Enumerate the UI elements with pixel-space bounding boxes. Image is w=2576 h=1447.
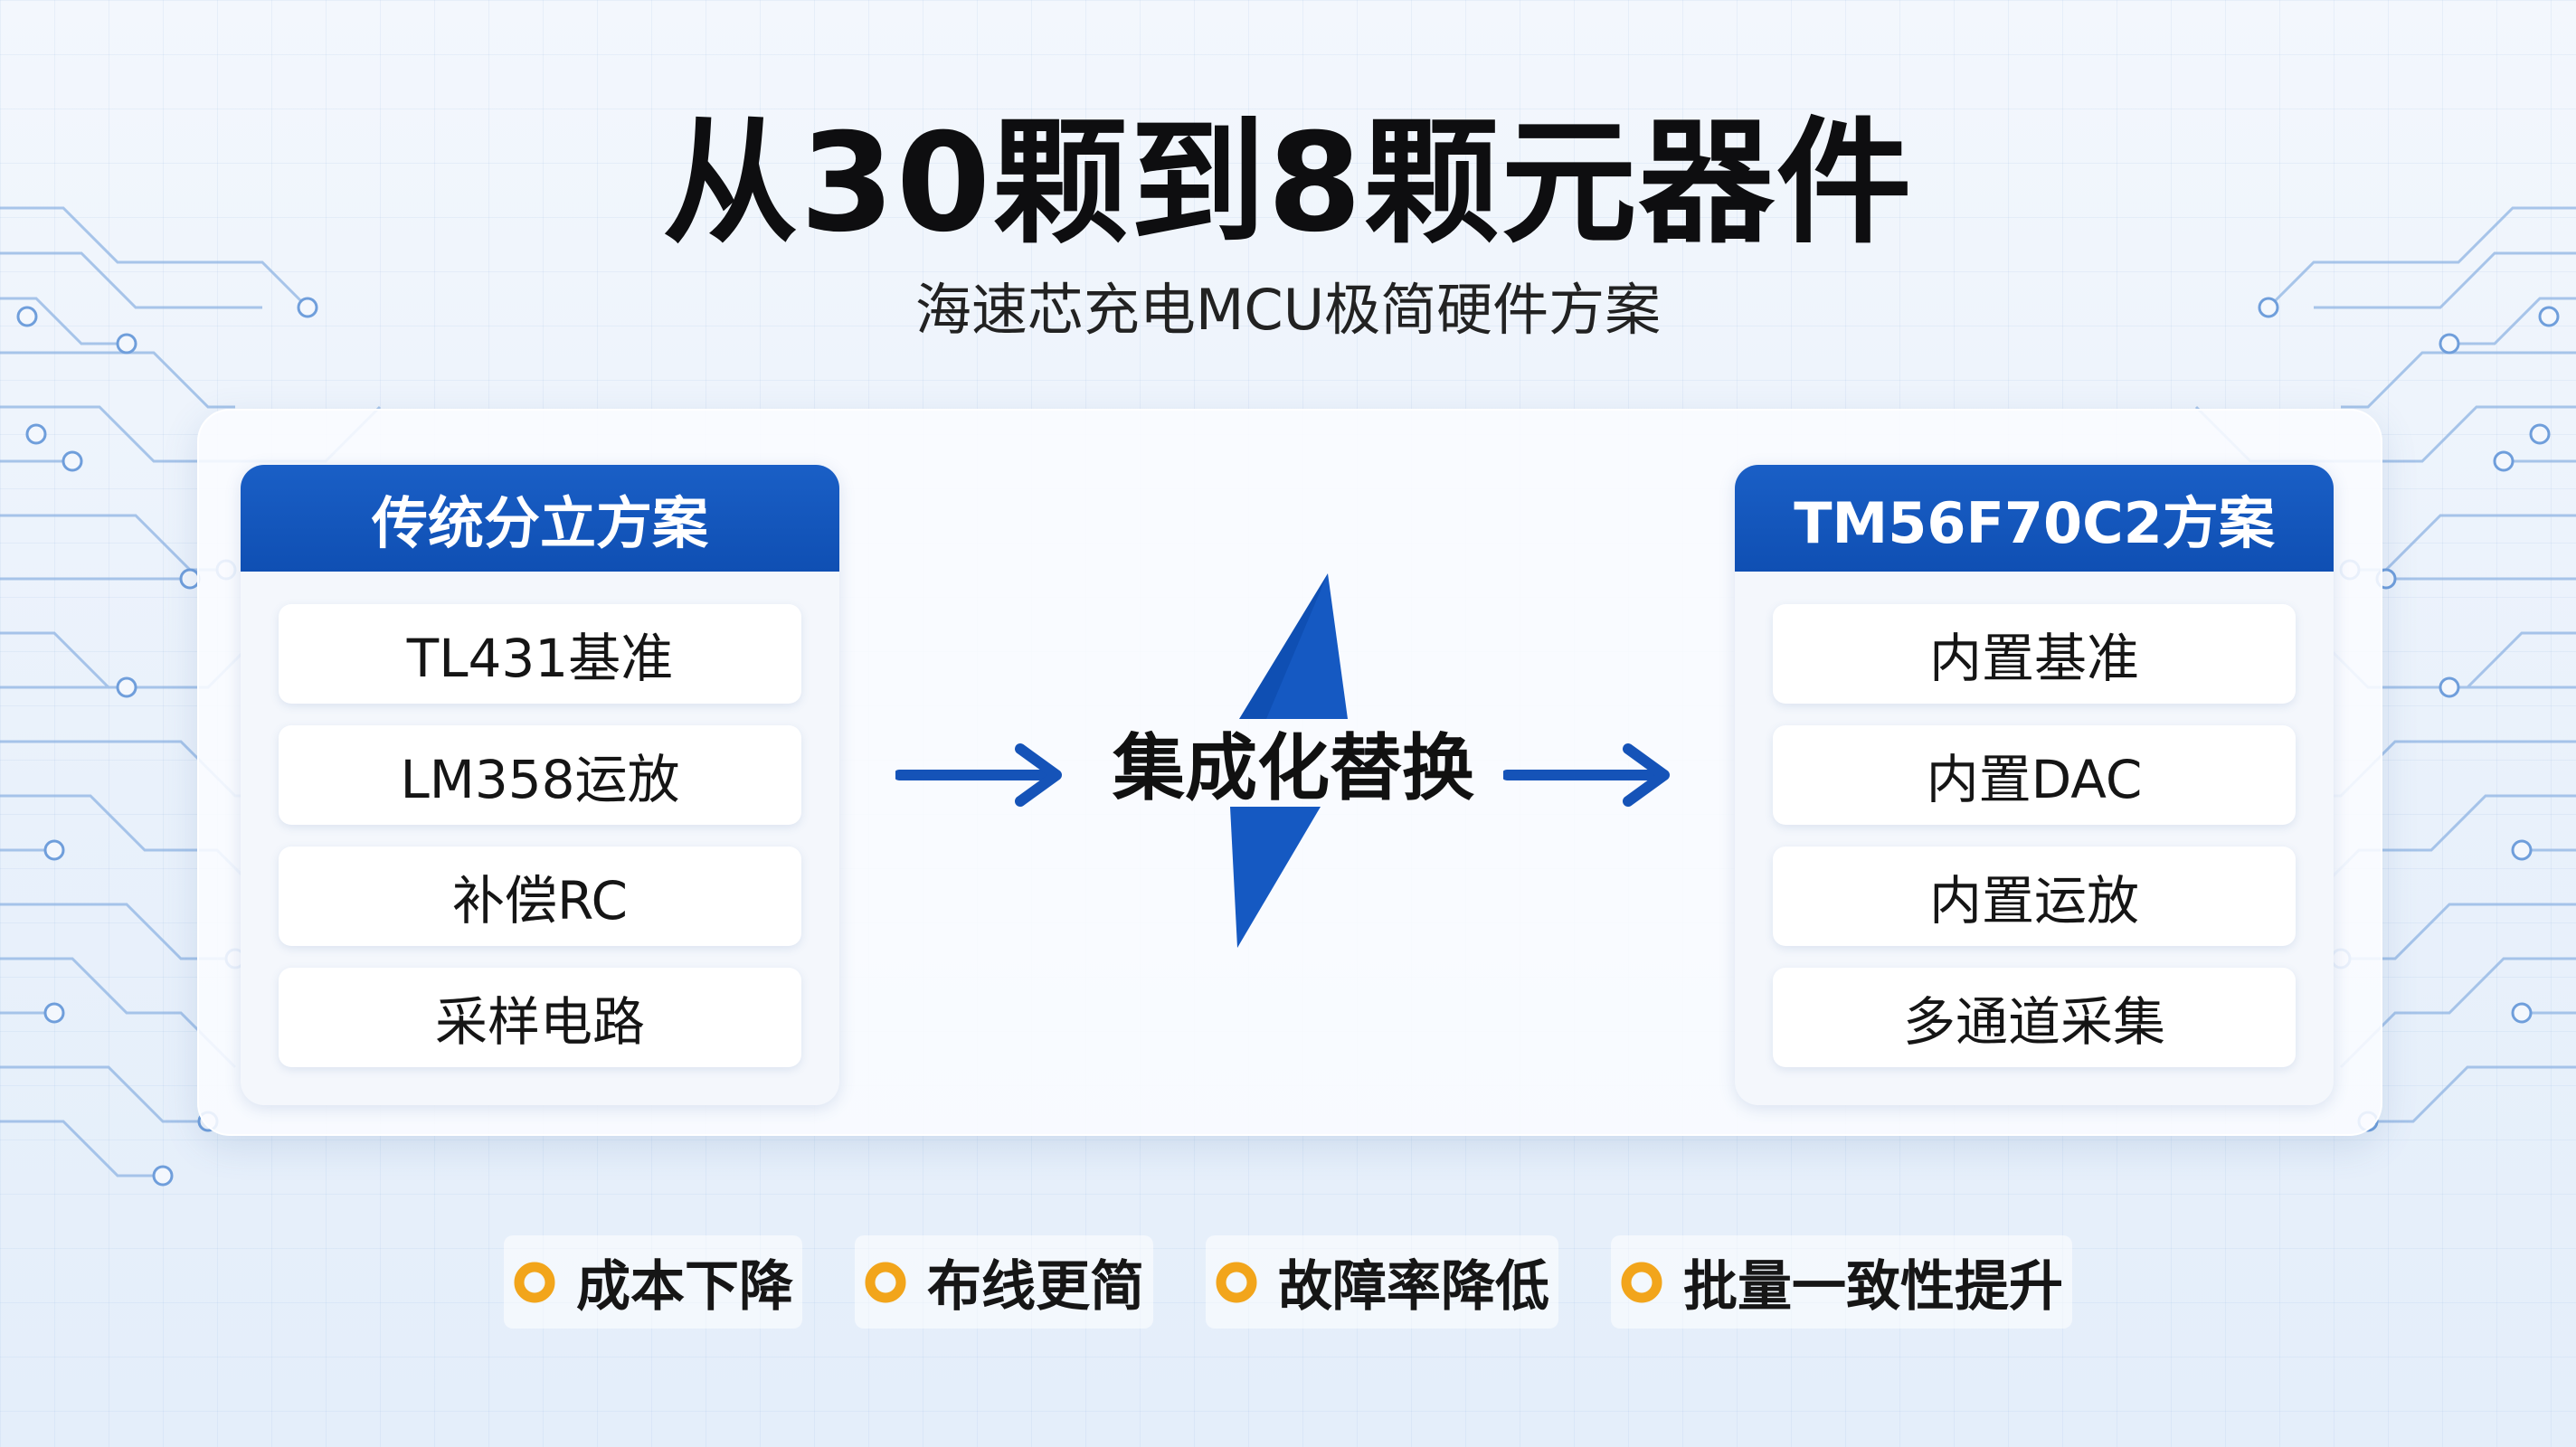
traditional-solution-card: 传统分立方案 TL431基准 LM358运放 补偿RC 采样电路 [241, 465, 839, 1105]
benefit-label: 批量一致性提升 [1683, 1255, 2063, 1319]
integrated-item: 多通道采集 [1773, 968, 2296, 1067]
traditional-solution-header: 传统分立方案 [241, 465, 839, 572]
benefit-label: 布线更简 [927, 1255, 1144, 1319]
integrated-item: 内置运放 [1773, 846, 2296, 946]
benefit-item: 故障率降低 [1206, 1235, 1558, 1329]
benefit-item: 布线更简 [855, 1235, 1153, 1329]
tm56f70c2-solution-card: TM56F70C2方案 内置基准 内置DAC 内置运放 多通道采集 [1735, 465, 2334, 1105]
traditional-item: LM358运放 [279, 725, 801, 825]
arrow-right-icon [895, 743, 1062, 807]
lightning-bolt-icon [1230, 573, 1348, 948]
page-subtitle: 海速芯充电MCU极简硬件方案 [914, 277, 1662, 343]
benefit-item: 批量一致性提升 [1611, 1235, 2072, 1329]
benefit-label: 成本下降 [576, 1255, 793, 1319]
page-title: 从30颗到8颗元器件 [662, 105, 1914, 262]
bullet-ring-icon [1621, 1262, 1662, 1302]
integration-label: 集成化替换 [1113, 726, 1474, 810]
traditional-item: TL431基准 [279, 604, 801, 704]
bullet-ring-icon [865, 1262, 906, 1302]
tm56f70c2-solution-header: TM56F70C2方案 [1735, 465, 2334, 572]
benefit-item: 成本下降 [504, 1235, 802, 1329]
bullet-ring-icon [514, 1262, 555, 1302]
traditional-item: 补偿RC [279, 846, 801, 946]
arrow-right-icon [1503, 743, 1670, 807]
integrated-item: 内置基准 [1773, 604, 2296, 704]
benefits-bar: 成本下降 布线更简 故障率降低 批量一致性提升 [0, 1235, 2576, 1329]
traditional-item: 采样电路 [279, 968, 801, 1067]
benefit-label: 故障率降低 [1278, 1255, 1549, 1319]
bullet-ring-icon [1216, 1262, 1257, 1302]
integrated-item: 内置DAC [1773, 725, 2296, 825]
